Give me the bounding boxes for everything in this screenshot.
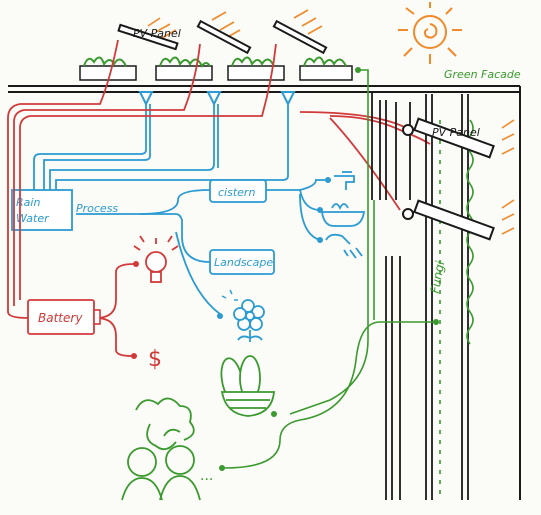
sun-icon [398, 2, 462, 64]
rain-water-label-line1: Rain [16, 196, 40, 209]
ellipsis-label: ... [200, 468, 213, 484]
bread-basket-icon [220, 355, 275, 417]
process-label: Process [76, 202, 118, 215]
plants [83, 56, 347, 68]
green-facade-label: Green Facade [444, 68, 521, 81]
cistern-label: cistern [218, 186, 255, 199]
rain-water-label-line2: Water [16, 212, 50, 225]
people-icon [121, 397, 201, 501]
cistern-box [209, 179, 267, 203]
battery-label: Battery [38, 311, 83, 325]
sun-rays-side [501, 119, 515, 235]
lightbulb-icon [133, 235, 179, 283]
water-pipes [33, 104, 328, 315]
dollar-icon: $ [148, 347, 162, 372]
green-lines [223, 69, 436, 469]
pv-panel-side-label: PV Panel [432, 126, 480, 139]
water-drops [221, 289, 238, 301]
shower-icon [325, 233, 363, 259]
facade-structure [371, 92, 469, 500]
fungi-label: Fungi [428, 259, 448, 294]
flower-icon [233, 299, 265, 342]
pv-panel-icon [117, 19, 328, 55]
planter-icon [79, 65, 353, 81]
pv-panel-top-label: PV Panel [133, 27, 181, 40]
landscape-label: Landscape [214, 256, 273, 269]
battery-terminal [93, 309, 101, 325]
landscape-box [209, 249, 275, 275]
roof [8, 85, 521, 500]
power-nodes [131, 261, 139, 359]
pv-panel-side-icon [402, 117, 495, 241]
rain-water-tank [11, 189, 73, 231]
faucet-icon [334, 171, 355, 190]
green-nodes [219, 67, 439, 471]
bathtub-icon [320, 203, 366, 227]
power-lines [7, 39, 431, 357]
roof-drains [138, 91, 296, 107]
